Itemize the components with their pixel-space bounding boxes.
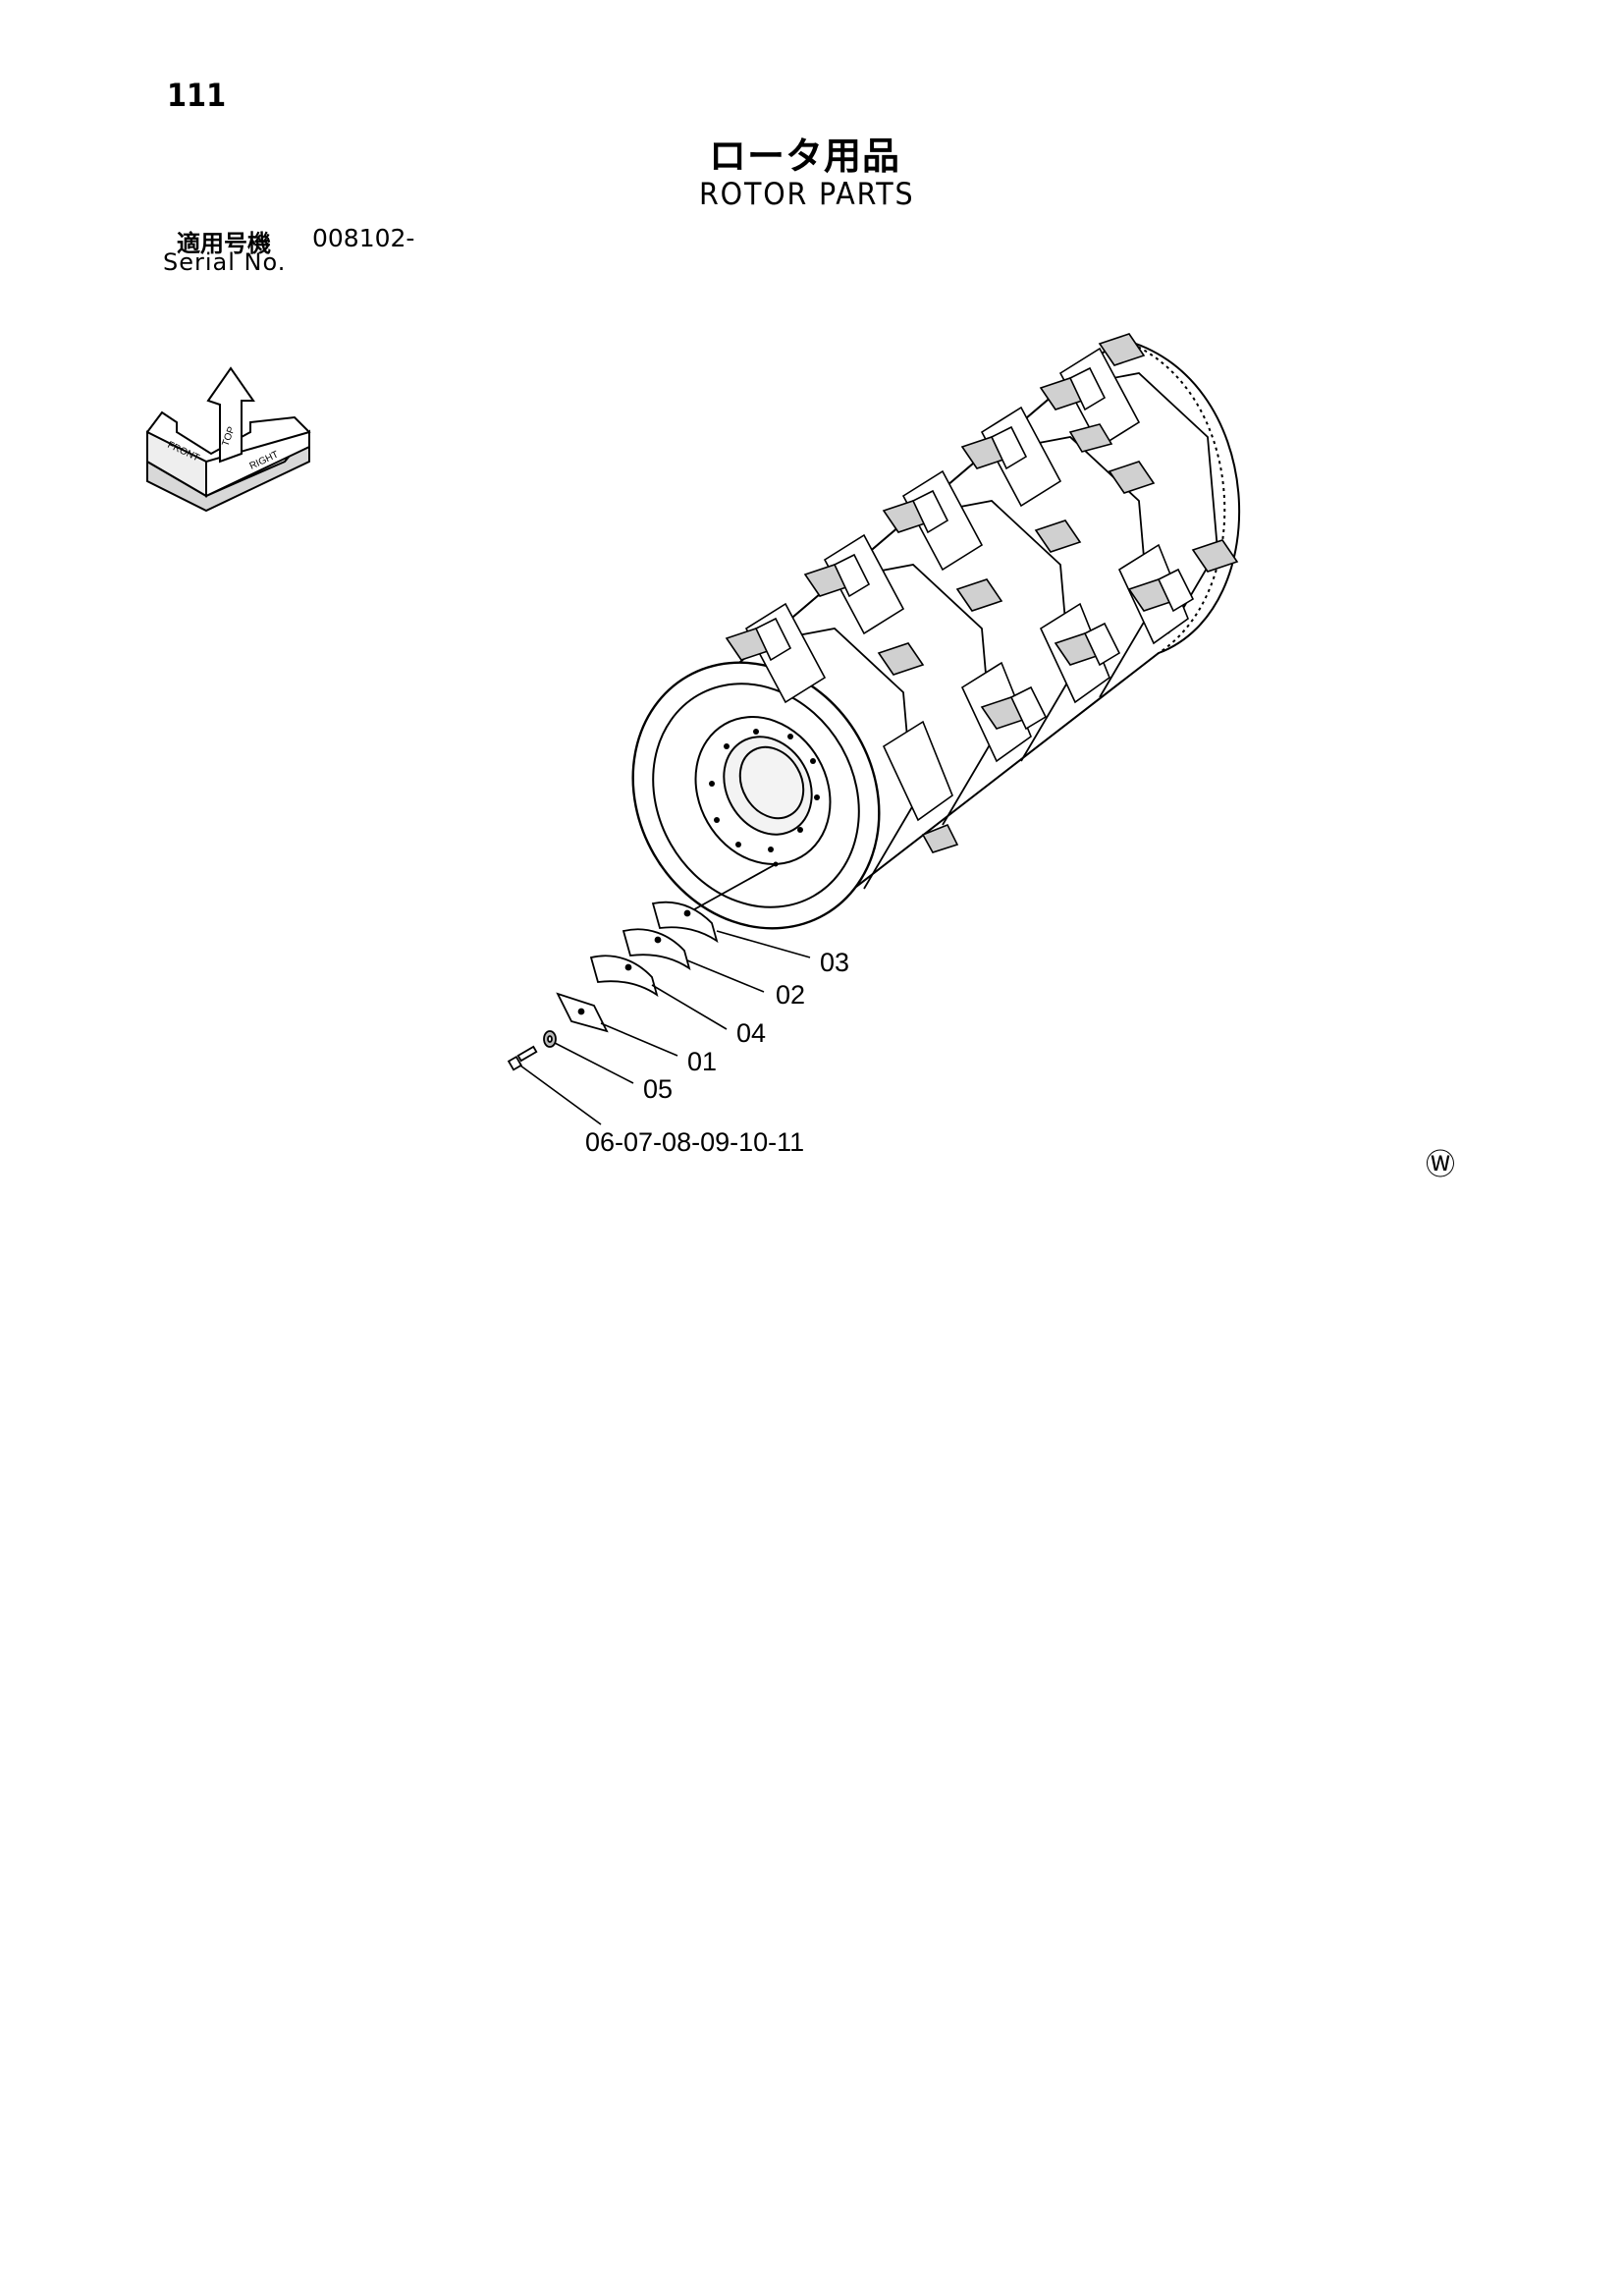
callout-01: 01: [687, 1047, 717, 1076]
orientation-arrows-icon: FRONT TOP RIGHT: [145, 366, 311, 513]
page-title-japanese: ロータ用品: [709, 135, 901, 178]
part-05: [543, 1030, 557, 1048]
page-title-english: ROTOR PARTS: [699, 177, 915, 212]
part-03: [651, 901, 719, 944]
rotor-drum: [631, 333, 1240, 930]
rotor-exploded-drawing: FRONT TOP RIGHT: [145, 333, 1455, 1182]
part-bolt: [507, 1045, 538, 1071]
page-number: 111: [167, 77, 227, 114]
leader-lines: [519, 930, 811, 1125]
w-mark: Ⓦ: [1426, 1148, 1455, 1182]
part-02: [622, 928, 691, 971]
callout-06-11: 06-07-08-09-10-11: [585, 1127, 804, 1157]
serial-label-english: Serial No.: [163, 248, 287, 276]
callout-02: 02: [776, 980, 805, 1010]
serial-label-japanese: 適用号機: [177, 230, 271, 257]
callout-04: 04: [736, 1018, 766, 1048]
callout-05: 05: [643, 1074, 673, 1104]
part-04: [589, 955, 659, 998]
exploded-parts: [507, 863, 777, 1071]
callout-03: 03: [820, 948, 849, 977]
serial-number-value: 008102-: [312, 224, 415, 252]
